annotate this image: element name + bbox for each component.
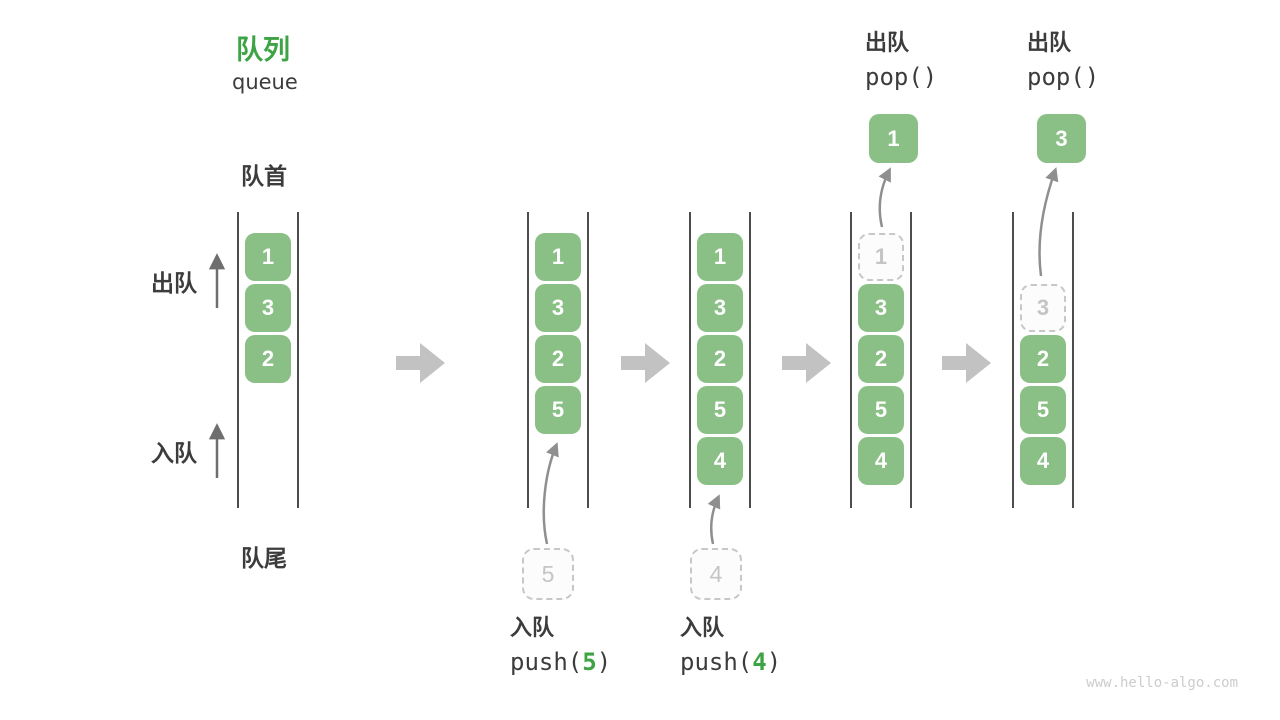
code-text: push( (680, 648, 753, 676)
label-queue-rear: 队尾 (241, 545, 287, 571)
incoming-item: 5 (522, 548, 574, 600)
queue-item: 3 (535, 284, 581, 332)
push-4-caption: 入队 push(4) (680, 615, 781, 675)
queue-item: 2 (858, 335, 904, 383)
code-text: push( (510, 648, 583, 676)
push-caption-label: 入队 (680, 615, 725, 640)
label-dequeue: 出队 (151, 270, 197, 296)
queue-item: 3 (858, 284, 904, 332)
push-caption-code: push(5) (510, 650, 611, 674)
pop-3-caption: 出队 pop() (1027, 30, 1100, 91)
incoming-item: 4 (690, 548, 742, 600)
queue-item-removed: 3 (1020, 284, 1066, 332)
diagram-title-en: queue (232, 70, 298, 94)
queue-item: 3 (697, 284, 743, 332)
queue-item-removed: 1 (858, 233, 904, 281)
pop-caption-label: 出队 (1027, 30, 1072, 55)
queue-item: 2 (245, 335, 291, 383)
queue-item: 4 (1020, 437, 1066, 485)
code-arg: 5 (582, 648, 597, 676)
queue-item: 2 (697, 335, 743, 383)
queue-item: 5 (535, 386, 581, 434)
queue-item: 1 (245, 233, 291, 281)
push-5-caption: 入队 push(5) (510, 615, 611, 675)
queue-item: 4 (697, 437, 743, 485)
pop-caption-code: pop() (865, 63, 938, 91)
popped-item: 1 (869, 114, 918, 163)
watermark: www.hello-algo.com (1086, 675, 1238, 691)
state-transition-arrow-icon (942, 343, 991, 383)
queue-item: 2 (1020, 335, 1066, 383)
code-arg: 4 (752, 648, 767, 676)
pop-caption-label: 出队 (865, 30, 910, 55)
state-transition-arrow-icon (396, 343, 445, 383)
queue-item: 4 (858, 437, 904, 485)
push-caption-label: 入队 (510, 615, 555, 640)
push-caption-code: push(4) (680, 650, 781, 674)
queue-item: 1 (535, 233, 581, 281)
queue-item: 5 (858, 386, 904, 434)
queue-item: 3 (245, 284, 291, 332)
diagram-title-zh: 队列 (236, 35, 290, 65)
queue-item: 5 (697, 386, 743, 434)
state-transition-arrow-icon (782, 343, 831, 383)
pop-1-caption: 出队 pop() (865, 30, 938, 91)
label-queue-front: 队首 (241, 163, 287, 189)
state-transition-arrow-icon (621, 343, 670, 383)
code-text: ) (766, 648, 782, 676)
popped-item: 3 (1037, 114, 1086, 163)
queue-item: 5 (1020, 386, 1066, 434)
code-text: ) (596, 648, 612, 676)
pop-caption-code: pop() (1027, 63, 1100, 91)
label-enqueue: 入队 (151, 440, 197, 466)
queue-item: 2 (535, 335, 581, 383)
queue-item: 1 (697, 233, 743, 281)
